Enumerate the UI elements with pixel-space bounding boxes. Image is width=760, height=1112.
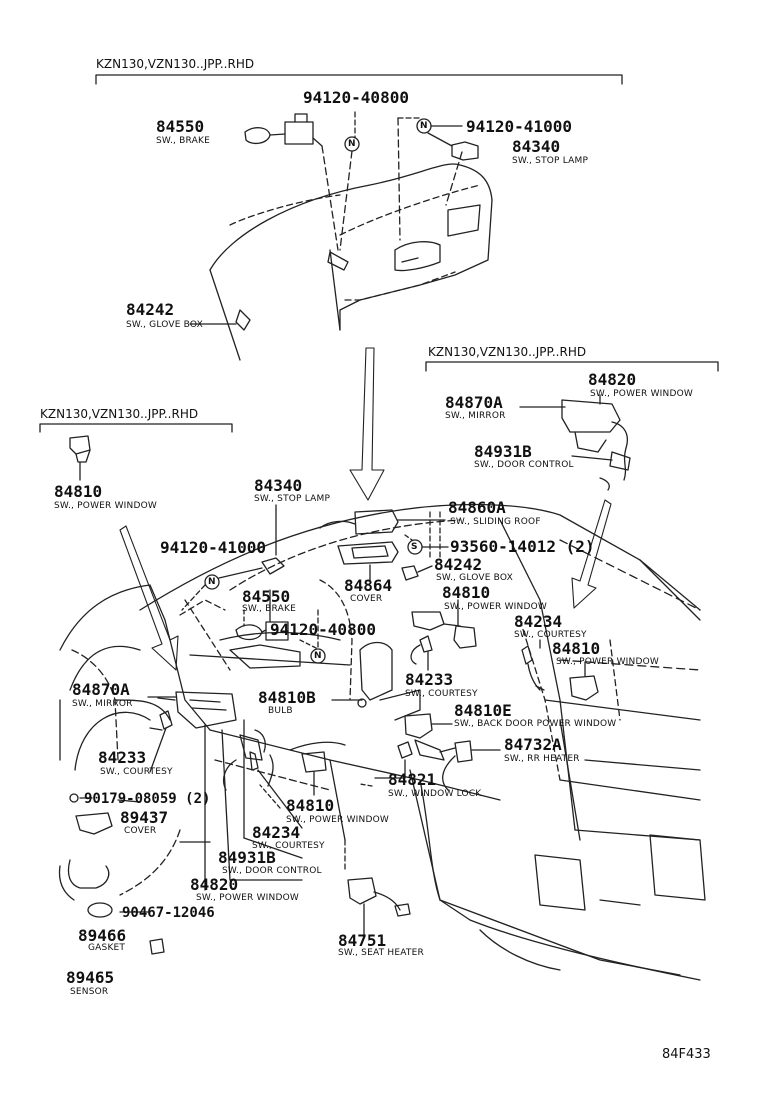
part-desc-84860a: SW., SLIDING ROOF bbox=[450, 517, 541, 527]
part-number-84234-right: 84234 bbox=[514, 612, 563, 631]
part-desc-84810-left: SW., POWER WINDOW bbox=[54, 501, 157, 511]
part-desc-84242-top: SW., GLOVE BOX bbox=[126, 320, 203, 330]
part-desc-84931b-right: SW., DOOR CONTROL bbox=[474, 460, 574, 470]
part-number-84242-top: 84242 bbox=[126, 300, 175, 319]
part-number-84820-right: 84820 bbox=[588, 370, 637, 389]
part-number-84810e: 84810E bbox=[454, 701, 512, 720]
part-number-94120-41000-top: 94120-41000 bbox=[466, 117, 572, 136]
part-desc-84931b-bottom: SW., DOOR CONTROL bbox=[222, 866, 322, 876]
part-number-84550-top: 84550 bbox=[156, 117, 205, 136]
part-desc-84810-mid1: SW., POWER WINDOW bbox=[444, 602, 547, 612]
part-number-90179: 90179-08059 (2) bbox=[84, 791, 211, 807]
nut-symbol-mid: N bbox=[314, 651, 322, 661]
part-number-84821: 84821 bbox=[388, 770, 437, 789]
part-number-84870a-right: 84870A bbox=[445, 393, 503, 412]
left-group-header: KZN130,VZN130..JPP..RHD bbox=[40, 407, 199, 421]
part-desc-84810-mid2: SW., POWER WINDOW bbox=[556, 657, 659, 667]
part-number-94120-40800-mid: 94120-40800 bbox=[270, 620, 376, 639]
nut-symbol-top-left: N bbox=[348, 139, 356, 149]
part-desc-84820-bottom: SW., POWER WINDOW bbox=[196, 893, 299, 903]
part-number-84810-mid1: 84810 bbox=[442, 583, 491, 602]
part-desc-84550-mid: SW., BRAKE bbox=[242, 604, 296, 614]
part-desc-84821: SW., WINDOW LOCK bbox=[388, 789, 482, 799]
arrow-top-to-main bbox=[349, 347, 385, 501]
nut-symbol-top-right: N bbox=[420, 121, 428, 131]
part-number-84550-mid: 84550 bbox=[242, 587, 291, 606]
right-group-switches bbox=[519, 394, 631, 491]
left-group-switch bbox=[69, 435, 91, 481]
part-desc-84810b: BULB bbox=[268, 706, 293, 716]
main-parts bbox=[58, 504, 599, 955]
part-desc-84234-bottom: SW., COURTESY bbox=[252, 841, 325, 851]
part-number-84340-mid: 84340 bbox=[254, 476, 303, 495]
part-desc-89465: SENSOR bbox=[70, 987, 109, 997]
part-desc-84870a-left: SW., MIRROR bbox=[72, 699, 133, 709]
part-desc-84751: SW., SEAT HEATER bbox=[338, 948, 424, 958]
part-desc-84340-top: SW., STOP LAMP bbox=[512, 156, 589, 166]
part-number-84242-mid: 84242 bbox=[434, 555, 483, 574]
part-desc-89466: GASKET bbox=[88, 943, 126, 953]
part-number-84810b: 84810B bbox=[258, 688, 316, 707]
part-number-84732a: 84732A bbox=[504, 735, 562, 754]
part-desc-84340-mid: SW., STOP LAMP bbox=[254, 494, 331, 504]
part-number-84751: 84751 bbox=[338, 931, 387, 950]
part-number-93560: 93560-14012 (2) bbox=[450, 537, 595, 556]
part-number-84820-bottom: 84820 bbox=[190, 875, 239, 894]
part-number-84810-bottom: 84810 bbox=[286, 796, 335, 815]
part-number-89437: 89437 bbox=[120, 808, 169, 827]
part-number-84860a: 84860A bbox=[448, 498, 506, 517]
part-number-84864: 84864 bbox=[344, 576, 393, 595]
part-number-89465: 89465 bbox=[66, 968, 115, 987]
part-desc-84550-top: SW., BRAKE bbox=[156, 136, 210, 146]
nut-symbol-mid-left: N bbox=[208, 577, 216, 587]
right-group-header: KZN130,VZN130..JPP..RHD bbox=[428, 345, 587, 359]
left-group-bracket bbox=[39, 423, 233, 433]
part-desc-84870a-right: SW., MIRROR bbox=[445, 411, 506, 421]
part-desc-84732a: SW., RR HEATER bbox=[504, 754, 580, 764]
part-desc-84810-bottom: SW., POWER WINDOW bbox=[286, 815, 389, 825]
part-desc-84864: COVER bbox=[350, 594, 383, 604]
part-number-84234-bottom: 84234 bbox=[252, 823, 301, 842]
top-group-bracket bbox=[95, 74, 623, 85]
part-desc-89437: COVER bbox=[124, 826, 157, 836]
arrow-left-to-main bbox=[119, 525, 179, 671]
part-desc-84242-mid: SW., GLOVE BOX bbox=[436, 573, 513, 583]
vehicle-illustration bbox=[59, 503, 706, 981]
part-desc-84810e: SW., BACK DOOR POWER WINDOW bbox=[454, 719, 617, 729]
part-number-94120-41000-mid: 94120-41000 bbox=[160, 538, 266, 557]
part-desc-84820-right: SW., POWER WINDOW bbox=[590, 389, 693, 399]
right-group-bracket bbox=[425, 361, 719, 372]
screw-symbol: S bbox=[411, 542, 418, 552]
part-number-89466: 89466 bbox=[78, 926, 127, 945]
part-number-84810-mid2: 84810 bbox=[552, 639, 601, 658]
part-number-84810-left: 84810 bbox=[54, 482, 103, 501]
part-number-84340-top: 84340 bbox=[512, 137, 561, 156]
part-desc-84233-left: SW., COURTESY bbox=[100, 767, 173, 777]
top-parts bbox=[189, 111, 479, 325]
dashboard-illustration bbox=[209, 163, 493, 361]
diagram-reference-code: 84F433 bbox=[662, 1047, 711, 1062]
part-number-84233-left: 84233 bbox=[98, 748, 147, 767]
part-number-94120-40800-top: 94120-40800 bbox=[303, 88, 409, 107]
arrow-right-to-main bbox=[571, 499, 612, 609]
part-number-84931b-right: 84931B bbox=[474, 442, 532, 461]
part-number-90467: 90467-12046 bbox=[122, 905, 215, 921]
part-number-84931b-bottom: 84931B bbox=[218, 848, 276, 867]
part-desc-84234-right: SW., COURTESY bbox=[514, 630, 587, 640]
part-number-84870a-left: 84870A bbox=[72, 680, 130, 699]
part-number-84233-mid: 84233 bbox=[405, 670, 454, 689]
part-desc-84233-mid: SW., COURTESY bbox=[405, 689, 478, 699]
top-group-header: KZN130,VZN130..JPP..RHD bbox=[96, 57, 255, 71]
